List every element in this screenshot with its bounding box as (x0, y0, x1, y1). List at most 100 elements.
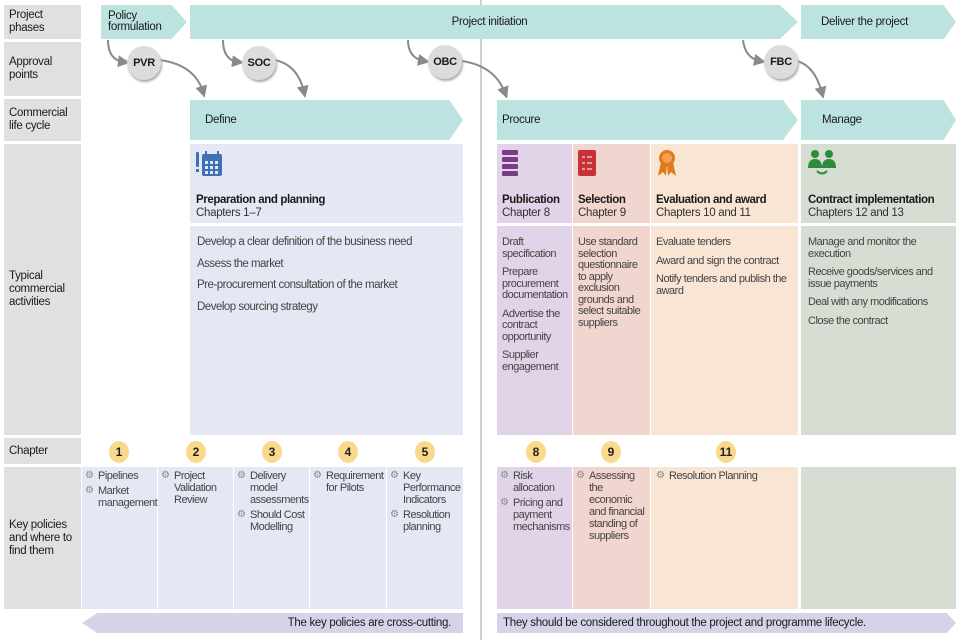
approval-point-soc: SOC (242, 46, 276, 80)
stage-title: Selection (578, 194, 626, 206)
lifecycle-label: Procure (502, 114, 541, 126)
policies-chapter-11: ⚙Resolution Planning (651, 467, 798, 609)
footer-right-text: They should be considered throughout the… (503, 617, 866, 629)
policy-item: ⚙Requirement for Pilots (313, 470, 384, 494)
row-label-key-policies: Key policies and where to find them (4, 467, 81, 609)
gear-icon: ⚙ (656, 470, 665, 481)
policy-item: ⚙Resolution Planning (656, 470, 758, 482)
stage-chapters: Chapter 8 (502, 207, 550, 219)
activities-evaluation: Evaluate tenders Award and sign the cont… (651, 226, 798, 435)
phase-project-initiation: Project initiation (190, 5, 798, 39)
gear-icon: ⚙ (500, 497, 509, 508)
stage-preparation-planning: Preparation and planning Chapters 1–7 (190, 144, 463, 223)
stage-evaluation-award: Evaluation and award Chapters 10 and 11 (651, 144, 798, 223)
gear-icon: ⚙ (576, 470, 585, 481)
policies-chapter-2: ⚙Project Validation Review (158, 467, 233, 609)
activity-item: Manage and monitor the execution (808, 236, 917, 260)
policies-chapter-8: ⚙Risk allocation ⚙Pricing and payment me… (497, 467, 572, 609)
policies-chapter-9: ⚙Assessing the economic and financial st… (573, 467, 650, 609)
stage-chapters: Chapters 10 and 11 (656, 207, 751, 219)
activities-define: Develop a clear definition of the busine… (190, 226, 463, 435)
stage-chapters: Chapters 12 and 13 (808, 207, 904, 219)
policies-chapter-3: ⚙Delivery model assessments ⚙Should Cost… (234, 467, 309, 609)
policy-item: ⚙Delivery model assessments (237, 470, 309, 506)
activity-item: Evaluate tenders (656, 236, 731, 248)
policy-item: ⚙Should Cost Modelling (237, 509, 305, 533)
gear-icon: ⚙ (161, 470, 170, 481)
phase-policy-formulation: Policy formulation (101, 5, 187, 39)
stage-chapters: Chapters 1–7 (196, 207, 262, 219)
activity-item: Deal with any modifications (808, 296, 928, 308)
activities-publication: Draft specification Prepare procurement … (497, 226, 572, 435)
approval-point-fbc: FBC (764, 45, 798, 79)
footer-left-text: The key policies are cross-cutting. (287, 617, 452, 629)
stage-contract-implementation: Contract implementation Chapters 12 and … (801, 144, 956, 223)
calendar-icon (196, 151, 222, 176)
activities-selection: Use standard selection questionnaire to … (573, 226, 650, 435)
chapter-badge-4: 4 (338, 441, 358, 463)
stage-publication: Publication Chapter 8 (497, 144, 572, 223)
stage-title: Preparation and planning (196, 194, 326, 206)
stage-title: Contract implementation (808, 194, 935, 206)
people-exchange-icon (808, 150, 836, 175)
activity-item: Supplier engagement (502, 349, 559, 373)
chapter-badge-11: 11 (716, 441, 736, 463)
policy-item: ⚙Assessing the economic and financial st… (576, 470, 645, 542)
stage-chapters: Chapter 9 (578, 207, 626, 219)
divider-line (480, 0, 482, 640)
activity-item: Prepare procurement documentation (502, 266, 568, 301)
gear-icon: ⚙ (500, 470, 509, 481)
policies-chapter-5: ⚙Key Performance Indicators ⚙Resolution … (387, 467, 463, 609)
activity-item: Use standard selection questionnaire to … (578, 236, 641, 329)
activities-manage: Manage and monitor the execution Receive… (801, 226, 956, 435)
chapter-badge-2: 2 (186, 441, 206, 463)
row-label-commercial-life-cycle: Commercial life cycle (4, 99, 81, 141)
activity-item: Advertise the contract opportunity (502, 307, 560, 343)
activity-item: Receive goods/services and issue payment… (808, 266, 933, 290)
activity-item: Notify tenders and publish the award (656, 273, 787, 297)
gear-icon: ⚙ (390, 509, 399, 520)
approval-arrows (107, 39, 827, 99)
activity-item: Close the contract (808, 314, 888, 327)
phase-deliver-the-project: Deliver the project (801, 5, 956, 39)
chapter-badge-9: 9 (601, 441, 621, 463)
chapter-badge-3: 3 (262, 441, 282, 463)
stage-title: Evaluation and award (656, 194, 767, 206)
activity-item: Pre-procurement consultation of the mark… (197, 279, 398, 291)
activity-item: Develop sourcing strategy (197, 300, 318, 313)
activity-item: Award and sign the contract (656, 254, 779, 267)
lifecycle-manage: Manage (801, 100, 956, 140)
award-ribbon-icon (658, 150, 676, 176)
lifecycle-label: Define (205, 114, 237, 126)
activity-item: Assess the market (197, 257, 284, 270)
row-label-approval-points: Approval points (4, 42, 81, 96)
stage-selection: Selection Chapter 9 (573, 144, 650, 223)
chapter-badge-5: 5 (415, 441, 435, 463)
gear-icon: ⚙ (85, 470, 94, 481)
policy-item: ⚙Key Performance Indicators (390, 470, 461, 506)
lifecycle-label: Manage (822, 114, 862, 126)
stage-title: Publication (502, 194, 560, 206)
row-label-project-phases: Project phases (4, 5, 81, 39)
lifecycle-define: Define (190, 100, 463, 140)
row-label-typical-activities: Typical commercial activities (4, 144, 81, 435)
row-label-chapter: Chapter (4, 438, 81, 464)
chapter-badge-1: 1 (109, 441, 129, 463)
checklist-icon (578, 150, 596, 176)
books-icon (502, 150, 518, 176)
policies-chapter-1: ⚙Pipelines ⚙Market management (82, 467, 158, 609)
policy-item: ⚙Risk allocation (500, 470, 555, 494)
policy-item: ⚙Pricing and payment mechanisms (500, 497, 570, 533)
gear-icon: ⚙ (313, 470, 322, 481)
phase-label: Project initiation (451, 16, 528, 28)
lifecycle-procure: Procure (497, 100, 798, 140)
policies-manage-empty (801, 467, 956, 609)
policy-item: ⚙Project Validation Review (161, 470, 217, 506)
policy-item: ⚙Market management (85, 485, 158, 509)
phase-label: Policy formulation (108, 10, 162, 33)
approval-point-pvr: PVR (127, 46, 161, 80)
gear-icon: ⚙ (237, 509, 246, 520)
footer-right-arrow: They should be considered throughout the… (497, 613, 956, 633)
phase-label: Deliver the project (821, 16, 908, 28)
gear-icon: ⚙ (85, 485, 94, 496)
